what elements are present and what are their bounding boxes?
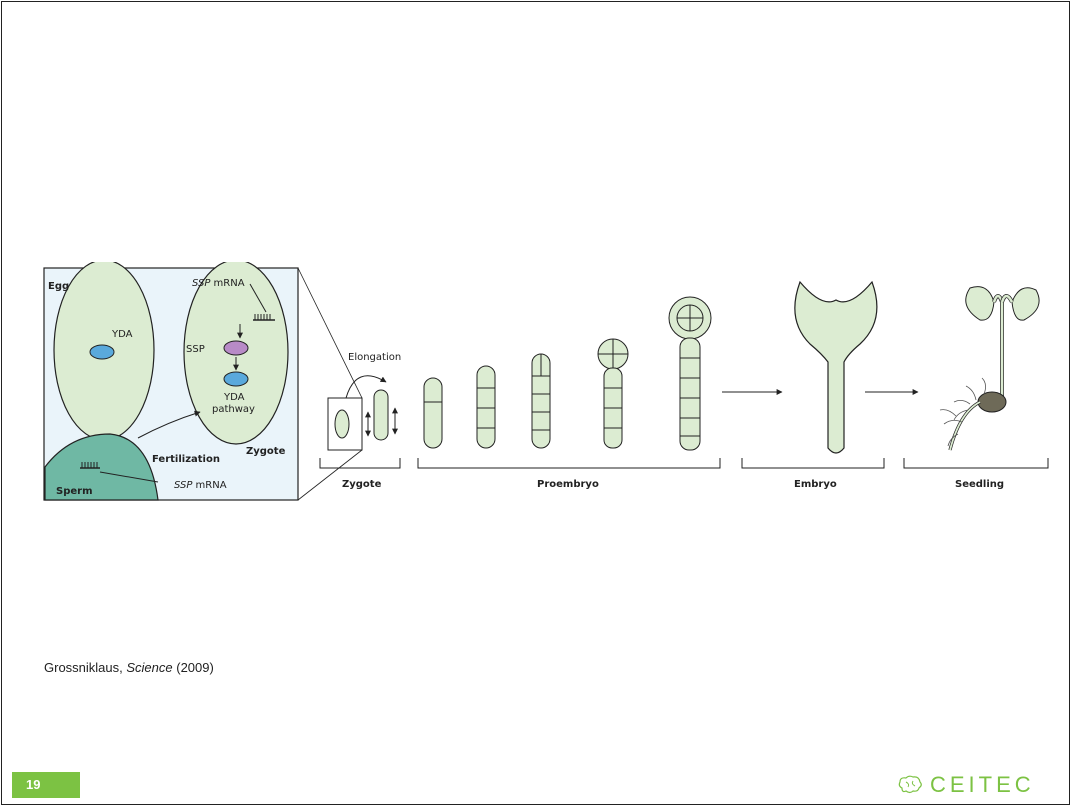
fertilization-label: Fertilization bbox=[152, 454, 220, 465]
yda-pathway-line2: pathway bbox=[212, 404, 255, 415]
mrna-strand-zygote bbox=[253, 314, 275, 321]
zygote-stage-drawing: Elongation bbox=[327, 352, 401, 451]
elongation-label: Elongation bbox=[348, 352, 401, 363]
ssp-protein bbox=[223, 340, 249, 356]
citation: Grossniklaus, Science (2009) bbox=[44, 660, 214, 675]
stage-label-embryo: Embryo bbox=[794, 479, 837, 490]
inset-panel: Egg YDA SSP mRNA SSP YDA pathway Zygote … bbox=[43, 262, 299, 501]
ssp-mrna-label-egg: SSP mRNA bbox=[192, 278, 245, 289]
mrna-strand-sperm bbox=[80, 462, 100, 469]
sperm-label: Sperm bbox=[56, 486, 93, 497]
ssp-protein-label: SSP bbox=[186, 344, 205, 355]
citation-author: Grossniklaus, bbox=[44, 660, 127, 675]
stage-label-proembryo: Proembryo bbox=[537, 479, 599, 490]
brain-outline-icon bbox=[898, 775, 922, 794]
seedling-stage-drawing bbox=[939, 286, 1040, 451]
ceitec-logo: CEITEC bbox=[896, 770, 1035, 800]
sperm-cell bbox=[44, 433, 159, 501]
page-number: 19 bbox=[26, 777, 41, 792]
logo-text: CEITEC bbox=[930, 772, 1035, 797]
stage-label-seedling: Seedling bbox=[955, 479, 1004, 490]
stage-label-zygote: Zygote bbox=[342, 479, 382, 490]
citation-year: (2009) bbox=[172, 660, 214, 675]
yda-protein-egg bbox=[89, 344, 115, 360]
stage-brackets bbox=[319, 458, 1049, 469]
yda-pathway-line1: YDA bbox=[223, 392, 245, 403]
embryo-stage-drawing bbox=[794, 280, 878, 454]
proembryo-stage-drawings bbox=[423, 296, 712, 451]
egg-label: Egg bbox=[48, 281, 69, 292]
ssp-mrna-label-sperm: SSP mRNA bbox=[174, 480, 227, 491]
zygote-label-inset: Zygote bbox=[246, 446, 286, 457]
yda-protein-zygote bbox=[223, 371, 249, 387]
yda-label-egg: YDA bbox=[111, 329, 133, 340]
embryogenesis-figure: Egg YDA SSP mRNA SSP YDA pathway Zygote … bbox=[43, 262, 1049, 501]
page-number-badge: 19 bbox=[12, 772, 80, 798]
citation-journal: Science bbox=[126, 660, 173, 675]
